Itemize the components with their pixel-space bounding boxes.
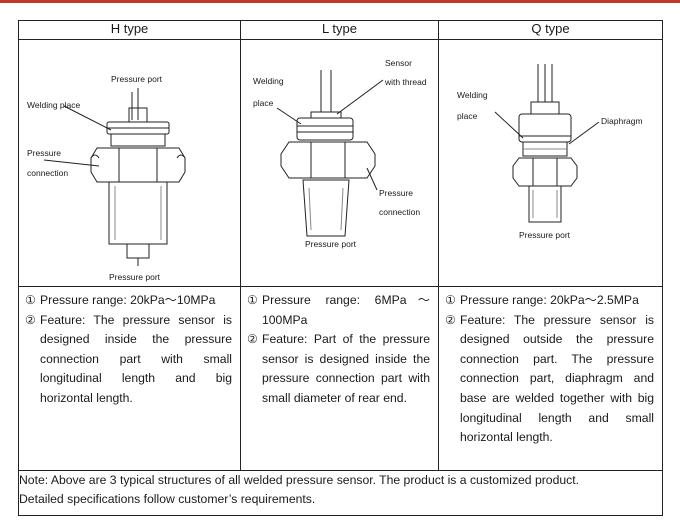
item-marker: ② (247, 332, 258, 347)
q-feature: Feature: The pressure sensor is designed… (460, 312, 654, 445)
l-type-description: ① Pressure range: 6MPa～100MPa ② Feature:… (240, 286, 439, 471)
q-type-sensor-diagram: Welding place Diaphragm Pressure port (457, 64, 643, 240)
note-row: Note: Above are 3 typical structures of … (18, 470, 663, 516)
header-h-type: H type (18, 20, 241, 40)
l-label-sensor: Sensor (385, 58, 412, 68)
h-label-connection: connection (27, 168, 68, 178)
h-type-sensor-diagram: Pressure port Welding place Pressure con… (27, 74, 186, 282)
h-label-pressure-port-top: Pressure port (111, 74, 163, 84)
l-feature-item: ② Feature: Part of the pressure sensor i… (241, 330, 438, 408)
h-label-welding-place: Welding place (27, 100, 81, 110)
top-accent-bar (0, 0, 680, 3)
item-marker: ① (247, 293, 258, 307)
l-label-pressure-port: Pressure port (305, 239, 357, 249)
note-cell: Note: Above are 3 typical structures of … (18, 470, 663, 516)
q-label-diaphragm: Diaphragm (601, 116, 643, 126)
q-pressure-range: Pressure range: 20kPa～2.5MPa (460, 293, 639, 307)
h-type-diagram-cell: Pressure port Welding place Pressure con… (18, 39, 241, 287)
sensor-type-table: H type L type Q type (18, 20, 663, 516)
header-l-type: L type (240, 20, 439, 40)
diagram-row: Pressure port Welding place Pressure con… (18, 39, 663, 287)
h-label-pressure: Pressure (27, 148, 61, 158)
l-feature: Feature: Part of the pressure sensor is … (262, 332, 430, 405)
q-range-item: ① Pressure range: 20kPa～2.5MPa (439, 291, 662, 311)
item-marker: ② (445, 312, 456, 327)
header-q-type: Q type (438, 20, 663, 40)
header-row: H type L type Q type (18, 20, 663, 40)
l-label-with-thread: with thread (384, 77, 427, 87)
l-pressure-range: Pressure range: 6MPa～100MPa (262, 293, 430, 327)
l-label-connection: connection (379, 207, 420, 217)
l-range-item: ① Pressure range: 6MPa～100MPa (241, 291, 438, 330)
h-label-pressure-port-bottom: Pressure port (109, 272, 161, 282)
q-type-description: ① Pressure range: 20kPa～2.5MPa ② Feature… (438, 286, 663, 471)
note-line-2: Detailed specifications follow customer’… (19, 492, 316, 506)
h-range-item: ① Pressure range: 20kPa～10MPa (19, 291, 240, 311)
l-label-welding: Welding (253, 76, 284, 86)
item-marker: ① (445, 293, 456, 307)
l-type-sensor-diagram: Welding place Sensor with thread Pressur… (253, 58, 427, 249)
item-marker: ① (25, 293, 36, 307)
h-type-description: ① Pressure range: 20kPa～10MPa ② Feature:… (18, 286, 241, 471)
l-type-diagram-cell: Welding place Sensor with thread Pressur… (240, 39, 439, 287)
h-feature-item: ② Feature: The pressure sensor is design… (19, 311, 240, 409)
q-label-welding: Welding (457, 90, 488, 100)
item-marker: ② (25, 312, 36, 327)
q-type-diagram-cell: Welding place Diaphragm Pressure port (438, 39, 663, 287)
note-line-1: Note: Above are 3 typical structures of … (19, 473, 580, 487)
q-feature-item: ② Feature: The pressure sensor is design… (439, 311, 662, 448)
description-row: ① Pressure range: 20kPa～10MPa ② Feature:… (18, 286, 663, 471)
l-label-pressure: Pressure (379, 188, 413, 198)
q-label-place: place (457, 111, 478, 121)
l-label-place: place (253, 98, 274, 108)
h-pressure-range: Pressure range: 20kPa～10MPa (40, 293, 216, 307)
q-label-pressure-port: Pressure port (519, 230, 571, 240)
h-feature: Feature: The pressure sensor is designed… (40, 312, 232, 405)
